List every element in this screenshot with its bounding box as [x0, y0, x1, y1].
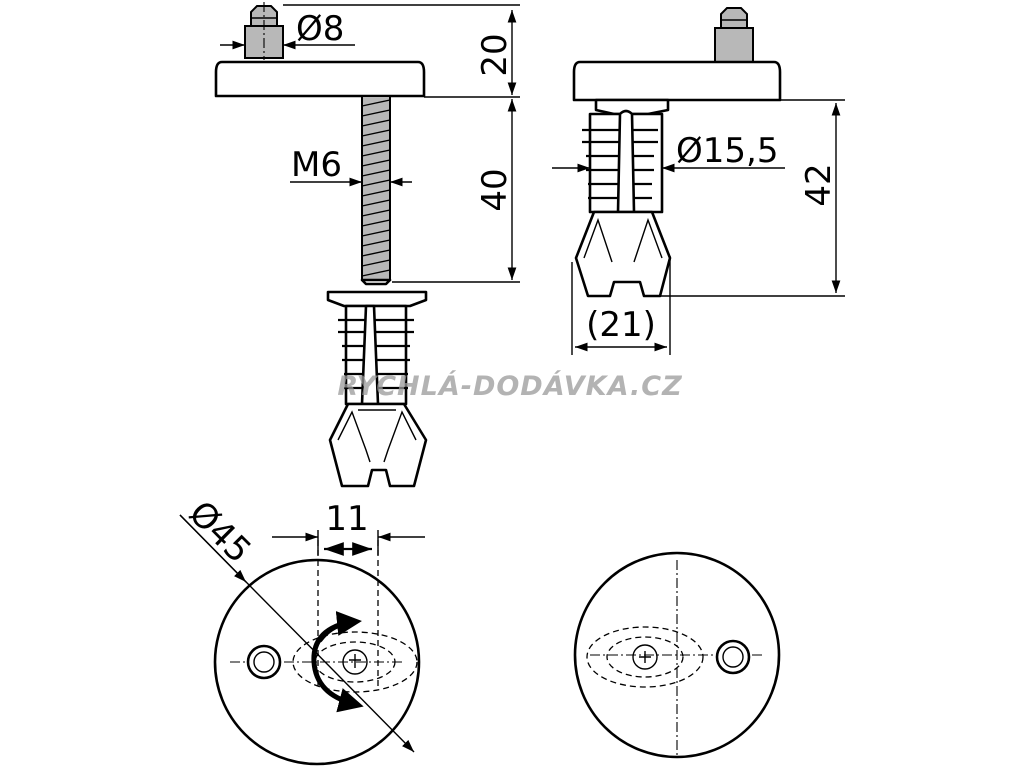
threaded-bolt [360, 95, 392, 286]
pin-right [714, 7, 754, 63]
label-cap-height: 20 [475, 33, 515, 76]
label-bolt-length: 40 [475, 168, 515, 211]
plug-assembled [574, 98, 672, 298]
label-offset: 11 [325, 499, 368, 539]
label-pin-diameter: Ø8 [296, 9, 344, 49]
label-plug-diameter: Ø15,5 [676, 131, 778, 171]
assembled-side-view [572, 7, 782, 298]
top-view-right [573, 551, 781, 759]
label-plug-length: 42 [799, 163, 839, 206]
bolt-assembly-side-view [214, 2, 428, 488]
dimension-lines [179, 4, 845, 753]
cap-disc [214, 60, 426, 98]
label-cap-diameter: Ø45 [181, 493, 259, 571]
label-thread: M6 [291, 145, 342, 185]
top-view-left [213, 540, 421, 766]
pin [244, 2, 284, 60]
label-plug-width: (21) [586, 305, 656, 345]
watermark: RYCHLÁ-DODÁVKA.CZ [337, 370, 682, 402]
cap-disc-right [572, 60, 782, 102]
expansion-plug [326, 290, 428, 488]
